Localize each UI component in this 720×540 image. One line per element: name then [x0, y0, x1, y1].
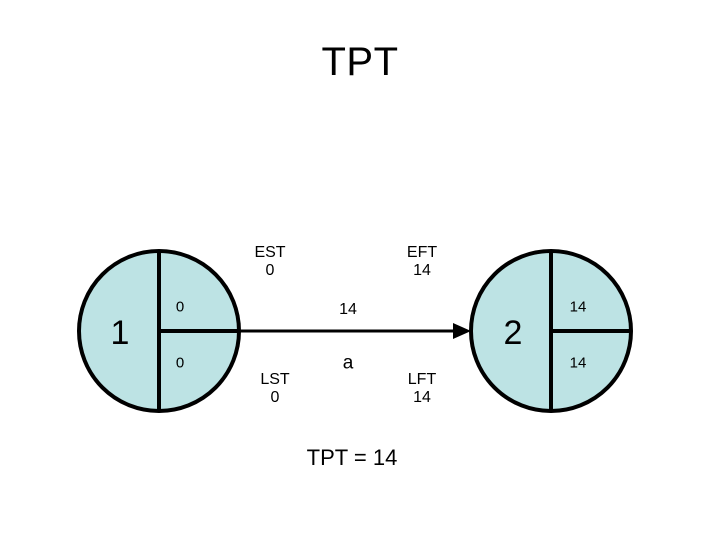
- node-1-number: 1: [110, 314, 130, 352]
- edge-a-name: a: [342, 352, 354, 374]
- eft-label: EFT: [406, 244, 438, 262]
- edge-a-arrowhead: [453, 323, 471, 339]
- lst-label: LST: [260, 371, 290, 389]
- node-2-group[interactable]: [469, 249, 633, 413]
- node-2-earliest-value: 14: [569, 298, 587, 316]
- lft-label: LFT: [407, 371, 437, 389]
- edge-a-duration: 14: [339, 301, 357, 318]
- total-project-time: TPT = 14: [306, 445, 398, 470]
- eft-value: 14: [413, 262, 431, 279]
- node-1-earliest-value: 0: [175, 298, 185, 316]
- est-annotation: EST 0: [254, 244, 285, 280]
- lst-value: 0: [270, 389, 280, 406]
- eft-annotation: EFT 14: [407, 244, 437, 280]
- node-2-latest-value: 14: [569, 354, 587, 372]
- node-1-latest-value: 0: [175, 354, 185, 372]
- lft-annotation: LFT 14: [408, 371, 436, 407]
- node-1-group[interactable]: [77, 249, 241, 413]
- est-value: 0: [265, 262, 275, 279]
- node-2-number: 2: [503, 314, 523, 352]
- page-title: TPT: [321, 40, 399, 84]
- lft-value: 14: [413, 389, 431, 406]
- est-label: EST: [254, 244, 286, 262]
- edge-a-arrow[interactable]: [239, 323, 471, 339]
- lst-annotation: LST 0: [260, 371, 289, 407]
